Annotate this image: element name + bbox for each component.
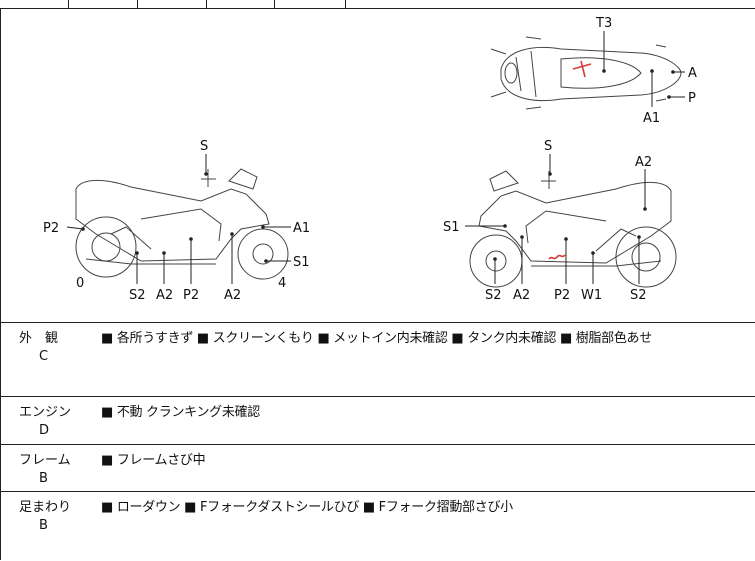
label-S2-right-2: S2: [630, 288, 647, 303]
label-A: A: [688, 66, 697, 81]
label-A1-top: A1: [643, 111, 660, 126]
row-suspension: 足まわり B ■ ローダウン ■ Fフォークダストシールひび ■ Fフォーク摺動…: [0, 492, 755, 560]
row-grade: D: [39, 423, 50, 438]
row-notes: ■ 各所うすきず ■ スクリーンくもり ■ メットイン内未確認 ■ タンク内未確…: [101, 331, 652, 346]
label-W1-right: W1: [581, 288, 602, 303]
label-S2-left: S2: [129, 288, 146, 303]
label-A2-left-2: A2: [224, 288, 241, 303]
label-A2-left-1: A2: [156, 288, 173, 303]
label-0: 0: [76, 276, 84, 291]
label-T3: T3: [595, 16, 612, 31]
row-category: フレーム: [19, 453, 71, 468]
row-category: エンジン: [19, 405, 72, 420]
scooter-left-view: [75, 168, 289, 280]
row-notes: ■ フレームさび中: [101, 453, 206, 468]
label-S-left: S: [200, 139, 208, 154]
label-4: 4: [278, 276, 286, 291]
motorcycle-diagram-svg: T3 A P A1 S P2 A1 S1 0 S2 A2 P2 A2 4 S A…: [43, 16, 697, 303]
row-notes: ■ 不動 クランキング未確認: [101, 405, 260, 420]
header-strip: [0, 0, 755, 9]
row-notes: ■ ローダウン ■ Fフォークダストシールひび ■ Fフォーク摺動部さび小: [101, 500, 513, 515]
label-S1-left: S1: [293, 255, 310, 270]
row-frame: フレーム B ■ フレームさび中: [0, 445, 755, 492]
row-grade: B: [39, 518, 48, 533]
row-engine: エンジン D ■ 不動 クランキング未確認: [0, 397, 755, 445]
scooter-top-view: [490, 36, 682, 110]
row-exterior: 外 観 C ■ 各所うすきず ■ スクリーンくもり ■ メットイン内未確認 ■ …: [0, 323, 755, 397]
label-S1-right: S1: [443, 220, 460, 235]
row-grade: B: [39, 471, 48, 486]
label-P2-left: P2: [43, 221, 59, 236]
row-grade: C: [39, 349, 49, 364]
label-A1-left: A1: [293, 221, 310, 236]
label-A2-right-top: A2: [635, 155, 652, 170]
row-category: 外 観: [19, 331, 59, 346]
row-category: 足まわり: [19, 500, 72, 515]
damage-mark-right: [548, 254, 566, 260]
label-P2-left-2: P2: [183, 288, 199, 303]
damage-diagram: T3 A P A1 S P2 A1 S1 0 S2 A2 P2 A2 4 S A…: [0, 9, 755, 323]
damage-mark-top: [572, 60, 592, 78]
label-S-right: S: [544, 139, 552, 154]
label-A2-right: A2: [513, 288, 530, 303]
label-S2-right-1: S2: [485, 288, 502, 303]
label-P: P: [688, 91, 696, 106]
label-P2-right: P2: [554, 288, 570, 303]
scooter-right-view: [469, 170, 677, 288]
